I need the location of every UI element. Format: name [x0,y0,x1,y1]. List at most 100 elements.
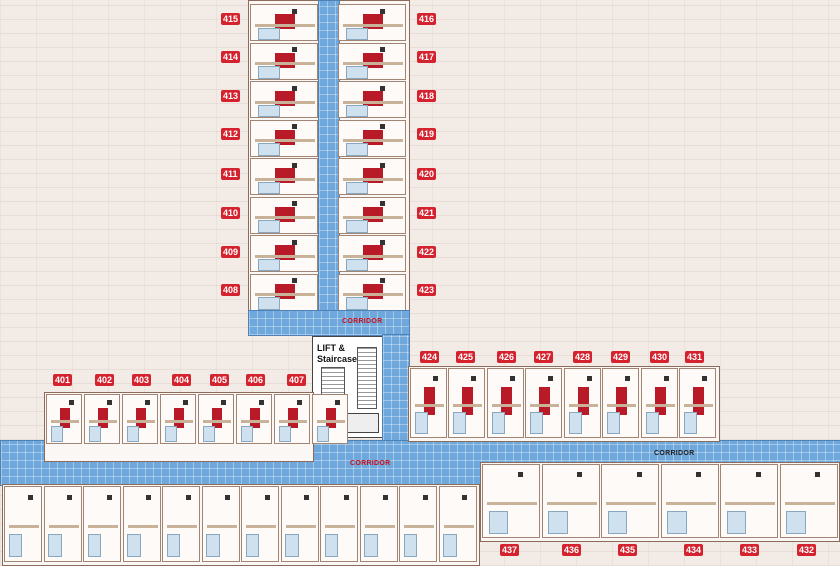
bathroom [257,143,281,156]
bed [135,407,147,428]
furniture [343,254,403,258]
bathroom [452,412,466,434]
fixture [291,278,297,284]
furniture [255,100,315,104]
furniture [255,254,315,258]
bed [287,407,299,428]
bed [274,283,296,299]
bathroom [414,412,428,434]
lift-label-2: Staircase [317,354,358,364]
unit-tag-412: 412 [221,128,241,140]
bathroom [278,426,292,442]
fixture [379,85,385,91]
upper-right-unit [602,368,639,438]
bed [59,407,71,428]
unit-tag-408: 408 [221,284,241,296]
fixture [462,494,468,500]
furniture [255,216,315,219]
fixture [379,47,385,53]
tower-right-unit [338,235,406,272]
bathroom [8,534,23,558]
furniture [206,525,237,528]
bed [173,407,185,428]
unit-tag-406: 406 [246,374,266,386]
unit-tag-410: 410 [221,207,241,219]
bathroom [324,534,339,558]
corridor-right-label: CORRIDOR [654,450,695,457]
fixture [422,494,428,500]
unit-tag-421: 421 [417,207,437,219]
upper-right-unit [448,368,485,438]
corridor-top-label: CORRIDOR [342,318,383,325]
upper-right-unit [410,368,447,438]
bed [362,91,384,107]
lower-left-unit [201,486,240,562]
unit-tag-409: 409 [221,246,241,258]
furniture [255,62,315,65]
fixture [220,400,226,405]
furniture [569,404,598,407]
tower-corridor [318,0,340,320]
furniture [203,420,231,423]
furniture [343,177,403,181]
fixture [379,201,385,207]
furniture [167,525,197,528]
upper-right-unit [525,368,562,438]
fixture [625,376,631,381]
furniture [165,420,193,423]
bed [274,206,296,222]
tower-left-unit [250,4,318,41]
bathroom [257,220,281,233]
tower-left-unit [250,273,318,311]
bathroom [164,426,178,442]
bed [211,407,223,428]
bed [362,129,384,145]
fixture [587,376,593,381]
furniture [255,293,315,296]
tower-right-unit [338,81,406,118]
furniture [9,525,39,528]
furniture [127,420,155,423]
tower-left-unit [250,196,318,234]
upper-left-unit [236,394,272,444]
fixture [264,494,270,500]
bed [654,386,667,415]
furniture [246,525,276,528]
bathroom [364,534,378,558]
furniture [279,420,307,423]
fixture [106,494,112,500]
furniture [530,404,559,407]
furniture [51,420,79,423]
fixture [383,494,389,500]
unit-tag-407: 407 [287,374,307,386]
furniture [606,502,656,505]
bathroom [345,104,369,117]
bathroom [667,510,687,534]
bed [461,386,474,415]
unit-tag-413: 413 [221,90,241,102]
lower-left-unit [83,486,121,562]
bathroom [50,426,64,442]
furniture [415,404,444,407]
unit-tag-405: 405 [210,374,230,386]
bathroom [345,297,369,310]
fixture [815,472,821,478]
unit-tag-428: 428 [573,351,593,363]
bed [274,14,296,30]
bathroom [87,534,102,558]
bathroom [245,534,260,558]
lower-left-unit [359,486,398,562]
lift-label-1: LIFT & [317,343,345,353]
upper-right-unit [487,368,524,438]
fixture [291,85,297,91]
fixture [296,400,302,405]
fixture [146,494,152,500]
bathroom [345,66,369,79]
bed [97,407,109,428]
bathroom [529,412,543,434]
furniture [343,100,403,104]
upper-left-unit [122,394,158,444]
fixture [379,124,385,130]
bathroom [345,220,369,233]
bathroom [166,534,181,558]
